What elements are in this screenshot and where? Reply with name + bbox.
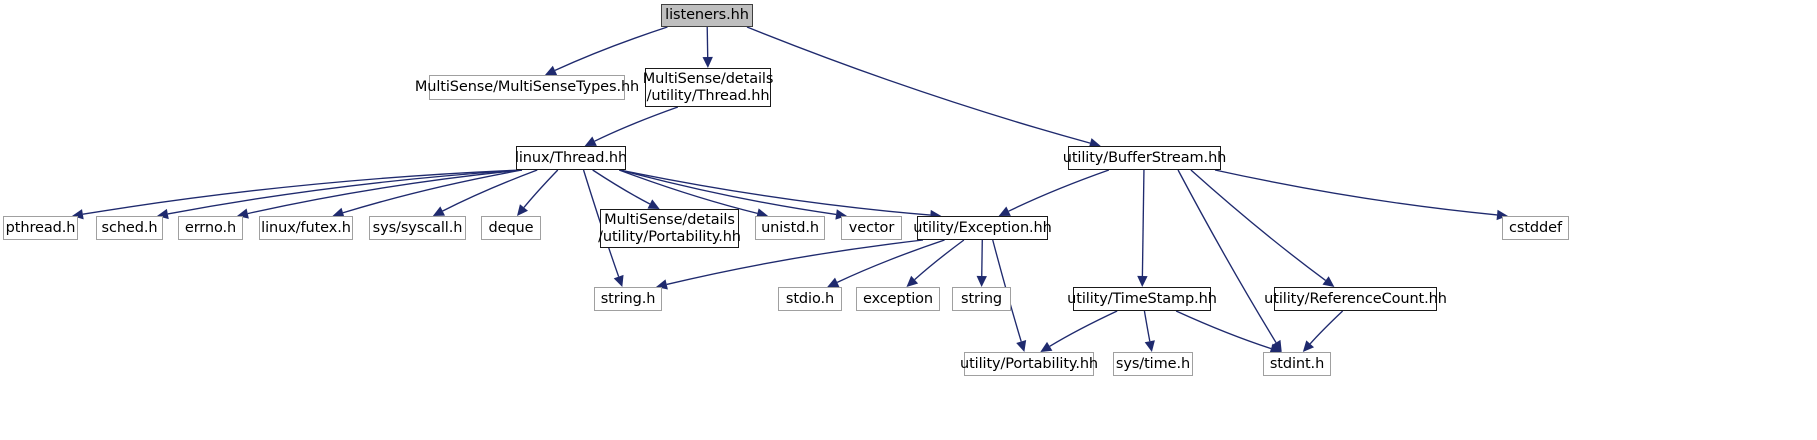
graph-edge-bufferStream-to-referenceCount	[1190, 169, 1326, 281]
graph-node-label: stdio.h	[785, 290, 835, 307]
graph-edge-linuxThread-to-errno	[247, 169, 523, 215]
graph-edge-bufferStream-to-stdint	[1177, 169, 1277, 343]
graph-node-syscall[interactable]: sys/syscall.h	[369, 216, 466, 240]
graph-node-stringH[interactable]: string.h	[594, 287, 662, 311]
graph-node-label: exception	[863, 290, 933, 307]
graph-arrowhead-listeners-to-msTypes	[545, 65, 558, 76]
graph-edge-listeners-to-bufferStream	[746, 26, 1091, 144]
graph-node-label: cstddef	[1509, 219, 1562, 236]
graph-node-label: utility/BufferStream.hh	[1062, 149, 1227, 166]
graph-node-label: sched.h	[101, 219, 158, 236]
graph-node-label: utility/Exception.hh	[913, 219, 1052, 236]
graph-node-label: utility/Portability.hh	[959, 355, 1099, 372]
graph-node-pthread[interactable]: pthread.h	[3, 216, 78, 240]
graph-edge-linuxThread-to-portabilityDet	[592, 169, 651, 205]
graph-arrowhead-exceptionHh-to-portability	[1016, 339, 1027, 352]
graph-node-linuxThread[interactable]: linux/Thread.hh	[514, 146, 628, 170]
graph-arrowhead-bufferStream-to-stdint	[1271, 339, 1282, 352]
graph-edge-exceptionHh-to-stdio	[836, 239, 945, 283]
graph-node-exceptionHh[interactable]: utility/Exception.hh	[913, 216, 1052, 240]
graph-arrowhead-linuxThread-to-deque	[517, 204, 528, 216]
graph-node-label: vector	[848, 219, 895, 236]
graph-edge-linuxThread-to-syscall	[442, 169, 538, 212]
graph-edge-linuxThread-to-deque	[523, 169, 559, 208]
graph-node-label: linux/Thread.hh	[514, 149, 628, 166]
graph-arrowhead-linuxThread-to-syscall	[432, 206, 446, 216]
graph-node-stdio[interactable]: stdio.h	[778, 287, 842, 311]
graph-edge-bufferStream-to-exceptionHh	[1008, 169, 1110, 212]
graph-edge-exceptionHh-to-exception	[914, 239, 965, 281]
graph-node-label: string.h	[600, 290, 656, 307]
graph-arrowhead-referenceCount-to-stdint	[1302, 340, 1315, 352]
graph-node-label: stdint.h	[1269, 355, 1325, 372]
graph-edge-linuxThread-to-futex	[342, 169, 523, 214]
graph-node-timeStamp[interactable]: utility/TimeStamp.hh	[1067, 287, 1217, 311]
graph-node-label: listeners.hh	[665, 7, 749, 24]
graph-node-listeners[interactable]: listeners.hh	[661, 4, 753, 27]
graph-node-msThread[interactable]: MultiSense/details /utility/Thread.hh	[642, 68, 774, 107]
graph-node-label: deque	[488, 219, 534, 236]
graph-node-label: unistd.h	[761, 219, 819, 236]
graph-node-label: pthread.h	[5, 219, 76, 236]
graph-edge-msThread-to-linuxThread	[594, 106, 679, 142]
graph-arrowhead-bufferStream-to-timeStamp	[1137, 275, 1148, 287]
graph-arrowhead-linuxThread-to-stringH	[613, 274, 624, 287]
graph-arrowhead-exceptionHh-to-stringCxx	[976, 275, 987, 287]
graph-node-futex[interactable]: linux/futex.h	[259, 216, 353, 240]
graph-edge-bufferStream-to-timeStamp	[1141, 169, 1145, 277]
graph-arrowhead-exceptionHh-to-exception	[906, 275, 919, 287]
graph-edge-linuxThread-to-unistd	[618, 169, 758, 215]
graph-node-label: MultiSense/MultiSenseTypes.hh	[414, 79, 640, 96]
graph-node-sysTime[interactable]: sys/time.h	[1113, 352, 1193, 376]
graph-node-portabilityDet[interactable]: MultiSense/details /utility/Portability.…	[598, 209, 741, 248]
graph-node-label: sys/syscall.h	[372, 219, 463, 236]
graph-edge-linuxThread-to-sched	[167, 169, 523, 215]
graph-edge-timeStamp-to-stdint	[1175, 310, 1272, 350]
graph-edge-referenceCount-to-stdint	[1309, 310, 1344, 345]
graph-node-label: utility/ReferenceCount.hh	[1264, 290, 1447, 307]
graph-node-unistd[interactable]: unistd.h	[755, 216, 825, 240]
graph-node-bufferStream[interactable]: utility/BufferStream.hh	[1063, 146, 1226, 170]
graph-edge-bufferStream-to-cstddef	[1214, 169, 1498, 216]
graph-node-sched[interactable]: sched.h	[96, 216, 163, 240]
graph-arrowhead-msThread-to-linuxThread	[584, 136, 597, 146]
graph-arrowhead-bufferStream-to-referenceCount	[1322, 276, 1335, 287]
graph-node-cstddef[interactable]: cstddef	[1502, 216, 1569, 240]
graph-node-label: linux/futex.h	[261, 219, 351, 236]
graph-arrowhead-exceptionHh-to-stdio	[827, 277, 840, 288]
graph-node-vector[interactable]: vector	[841, 216, 902, 240]
graph-node-msTypes[interactable]: MultiSense/MultiSenseTypes.hh	[415, 75, 639, 100]
graph-arrowhead-timeStamp-to-portability	[1040, 341, 1053, 352]
graph-node-label: errno.h	[184, 219, 237, 236]
graph-arrowhead-linuxThread-to-portabilityDet	[647, 199, 660, 209]
graph-edge-timeStamp-to-portability	[1049, 310, 1118, 347]
graph-node-stdint[interactable]: stdint.h	[1263, 352, 1331, 376]
graph-edge-exceptionHh-to-stringCxx	[981, 239, 983, 277]
graph-node-portability[interactable]: utility/Portability.hh	[960, 352, 1098, 376]
graph-edge-listeners-to-msTypes	[554, 26, 668, 72]
graph-edge-timeStamp-to-sysTime	[1143, 310, 1151, 342]
graph-node-label: string	[960, 290, 1003, 307]
graph-node-label: MultiSense/details /utility/Portability.…	[598, 212, 741, 245]
graph-node-label: sys/time.h	[1115, 355, 1191, 372]
graph-node-errno[interactable]: errno.h	[178, 216, 243, 240]
graph-arrowhead-timeStamp-to-sysTime	[1144, 340, 1155, 352]
graph-node-exception[interactable]: exception	[856, 287, 940, 311]
graph-node-deque[interactable]: deque	[481, 216, 541, 240]
graph-arrowhead-listeners-to-msThread	[702, 56, 713, 68]
graph-node-stringCxx[interactable]: string	[952, 287, 1011, 311]
graph-node-label: utility/TimeStamp.hh	[1067, 290, 1217, 307]
graph-node-referenceCount[interactable]: utility/ReferenceCount.hh	[1264, 287, 1447, 311]
graph-node-label: MultiSense/details /utility/Thread.hh	[642, 71, 774, 104]
graph-edge-linuxThread-to-vector	[619, 169, 837, 216]
graph-edge-linuxThread-to-pthread	[82, 169, 523, 215]
graph-arrowhead-bufferStream-to-exceptionHh	[998, 206, 1011, 216]
